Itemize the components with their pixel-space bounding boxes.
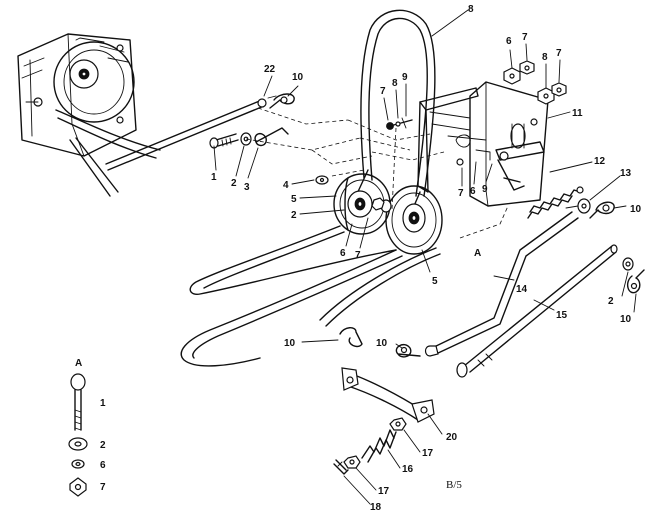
callout-label: 10 bbox=[376, 338, 388, 349]
callout-label: 7 bbox=[355, 250, 361, 261]
callout-label: 14 bbox=[516, 284, 528, 295]
callout-label: 16 bbox=[402, 464, 414, 475]
washer-2-right bbox=[622, 257, 634, 271]
pulley-hardware bbox=[371, 197, 392, 213]
callout-label: 7 bbox=[522, 32, 528, 43]
washer-13 bbox=[565, 198, 591, 214]
drive-belt-8 bbox=[355, 9, 436, 207]
callout-label: 2 bbox=[608, 296, 614, 307]
detail-a-bolt bbox=[70, 373, 86, 431]
callout-label: 7 bbox=[100, 482, 106, 493]
lower-belt bbox=[180, 225, 441, 367]
callout-label: 17 bbox=[422, 448, 434, 459]
nut-17-upper bbox=[389, 417, 407, 431]
callout-label: 7 bbox=[556, 48, 562, 59]
callout-label: 3 bbox=[244, 182, 250, 193]
callout-label: 2 bbox=[231, 178, 237, 189]
callout-label: 5 bbox=[432, 276, 438, 287]
bolt-group-left bbox=[386, 117, 413, 130]
leader-lines bbox=[213, 9, 637, 505]
spring-12 bbox=[527, 186, 584, 219]
callout-label: 6 bbox=[340, 248, 346, 259]
callout-label: 8 bbox=[468, 4, 474, 15]
hairpin-clip-10-mid bbox=[395, 344, 421, 358]
hairpin-clip-10-mid-left bbox=[339, 327, 363, 348]
callout-label: 18 bbox=[370, 502, 382, 513]
alignment-lines bbox=[245, 107, 509, 239]
hairpin-clip-10-top bbox=[269, 93, 295, 109]
spring-16 bbox=[361, 429, 397, 463]
callout-label: 20 bbox=[446, 432, 458, 443]
callout-label: 10 bbox=[292, 72, 304, 83]
callout-label: 11 bbox=[572, 108, 583, 119]
hairpin-clip-10-far-right bbox=[626, 269, 645, 294]
callout-label: 8 bbox=[542, 52, 548, 63]
callout-label: 10 bbox=[620, 314, 632, 325]
callout-label: 7 bbox=[458, 188, 464, 199]
engine-housing bbox=[17, 33, 137, 157]
detail-a-lockwasher bbox=[71, 459, 85, 469]
callout-label: A bbox=[474, 248, 481, 259]
pulley-right bbox=[385, 185, 443, 255]
callout-label: 1 bbox=[211, 172, 217, 183]
lockwasher-3 bbox=[254, 127, 289, 147]
callout-label: 22 bbox=[264, 64, 276, 75]
callout-label: 10 bbox=[630, 204, 642, 215]
nuts-top-right bbox=[503, 60, 567, 105]
washer-4 bbox=[315, 175, 329, 185]
pin-18 bbox=[333, 459, 349, 475]
sheet-code: B/5 bbox=[446, 479, 462, 491]
detail-a-washer bbox=[68, 437, 88, 451]
callout-label: 1 bbox=[100, 398, 106, 409]
callout-label: 17 bbox=[378, 486, 390, 497]
callout-label: A bbox=[75, 358, 82, 369]
callout-label: 12 bbox=[594, 156, 606, 167]
callout-label: 7 bbox=[380, 86, 386, 97]
bracket-20 bbox=[341, 367, 435, 423]
callout-label: 5 bbox=[291, 194, 297, 205]
callout-label: 8 bbox=[392, 78, 398, 89]
callout-label: 4 bbox=[283, 180, 289, 191]
rod-15 bbox=[456, 244, 618, 378]
hairpin-clip-10-right bbox=[589, 201, 615, 219]
control-rod-22 bbox=[105, 95, 277, 171]
detail-a-nut bbox=[69, 477, 87, 497]
callout-label: 2 bbox=[100, 440, 106, 451]
rod-14 bbox=[424, 211, 579, 357]
callout-label: 2 bbox=[291, 210, 297, 221]
callout-labels: 1 2 3 4 5 2 6 7 5 8 22 10 7 8 9 6 7 8 7 … bbox=[75, 4, 642, 513]
callout-label: 10 bbox=[284, 338, 296, 349]
callout-label: 9 bbox=[482, 184, 488, 195]
nut-17-lower bbox=[343, 455, 361, 469]
callout-label: 13 bbox=[620, 168, 632, 179]
callout-label: 6 bbox=[506, 36, 512, 47]
callout-label: 9 bbox=[402, 72, 408, 83]
callout-label: 15 bbox=[556, 310, 568, 321]
callout-label: 6 bbox=[470, 186, 476, 197]
callout-label: 6 bbox=[100, 460, 106, 471]
